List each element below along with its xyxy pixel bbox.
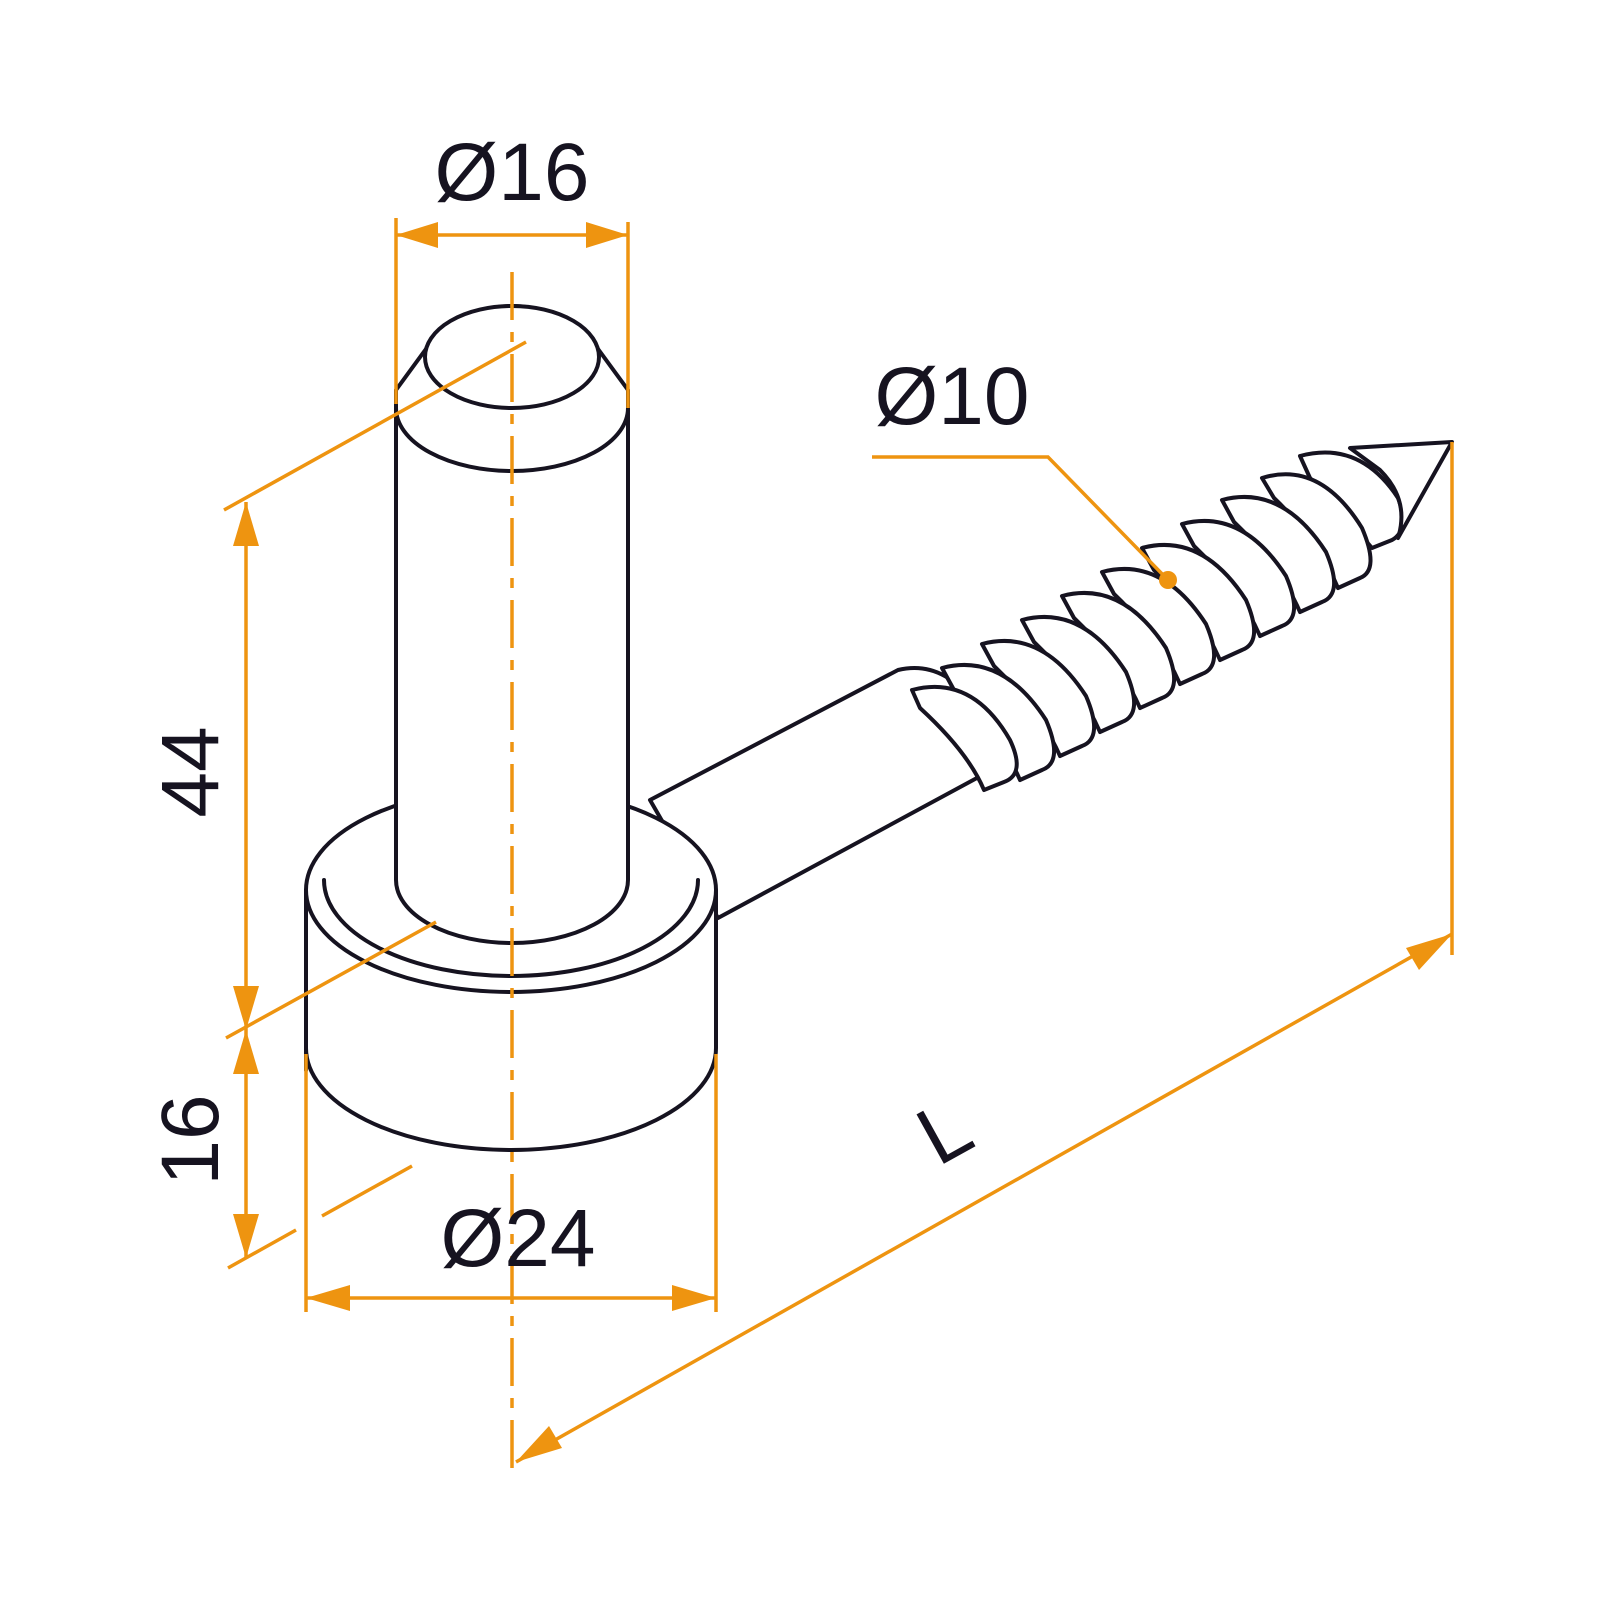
dimension-lines [223,218,1454,1470]
screw-tip [1348,440,1454,540]
lag-screw [648,440,1454,920]
length-dimension [515,932,1453,1464]
base-diameter-label: Ø24 [441,1193,596,1284]
pin-body [394,406,630,945]
pin-height-label: 44 [145,726,236,817]
base-height-label: 16 [145,1094,236,1185]
screw-diameter-leader [872,455,1170,582]
length-label: L [903,1081,987,1183]
pin-diameter-label: Ø16 [435,127,590,218]
screw-diameter-label: Ø10 [875,351,1030,442]
screw-thread [910,450,1405,792]
